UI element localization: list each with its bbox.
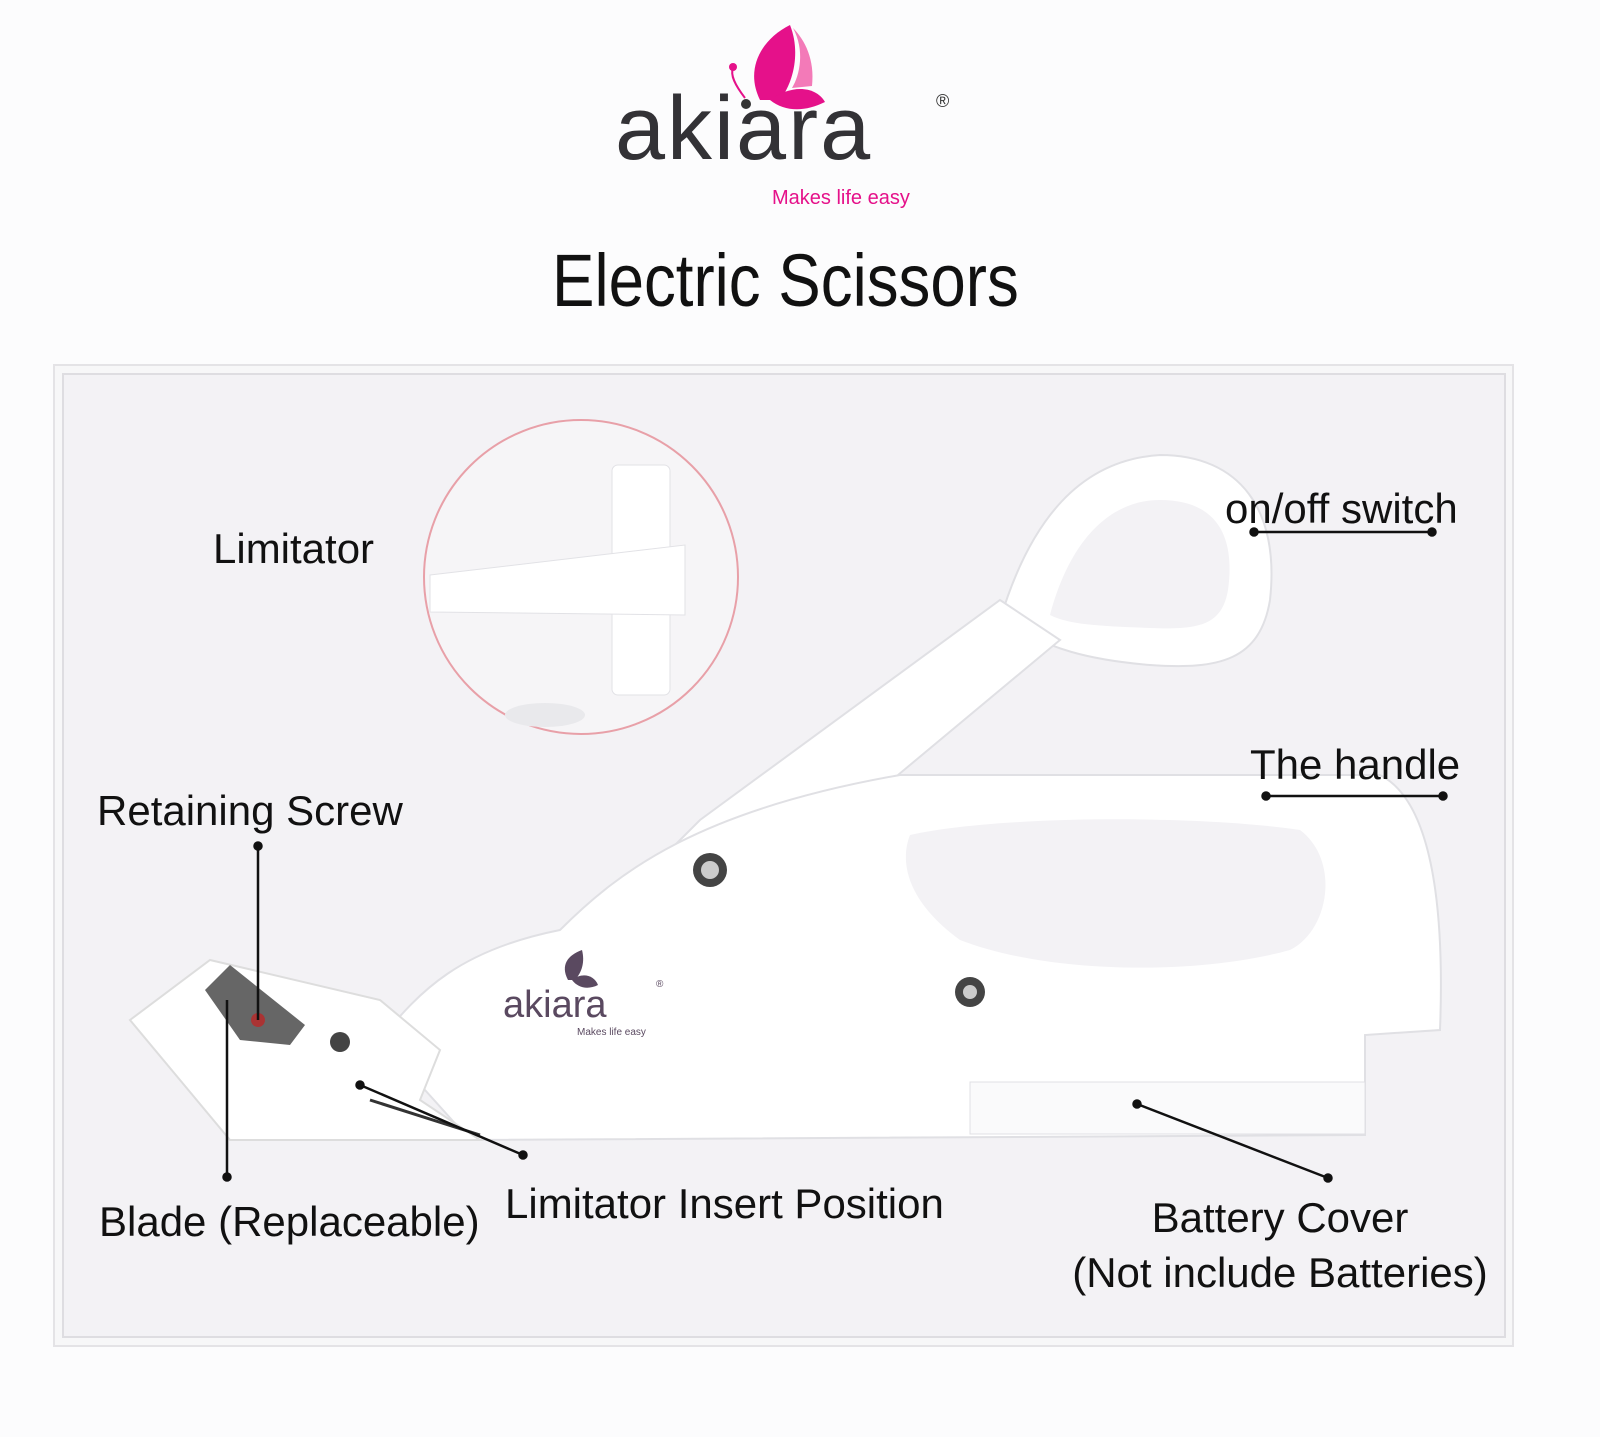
page-title-text: Electric Scissors	[551, 239, 1019, 322]
brand-name: akiara	[615, 79, 873, 179]
battery-cover	[969, 1081, 1366, 1135]
label-limitator-insert: Limitator Insert Position	[505, 1180, 944, 1227]
blade-metal	[205, 965, 305, 1045]
label-limitator: Limitator	[213, 525, 375, 572]
label-battery-cover: Battery Cover	[1151, 1194, 1409, 1241]
butterfly-logo-icon	[729, 25, 825, 110]
label-handle: The handle	[1250, 741, 1461, 788]
product-logo-registered: ®	[656, 979, 664, 990]
brand-tagline: Makes life easy	[772, 187, 910, 209]
product-logo-name: akiara	[503, 984, 607, 1026]
label-on-off-switch: on/off switch	[1225, 485, 1458, 532]
limitator-zoom-circle	[423, 419, 739, 735]
label-blade: Blade (Replaceable)	[99, 1198, 480, 1245]
label-battery-note: (Not include Batteries)	[1072, 1249, 1488, 1296]
registered-mark: ®	[936, 91, 950, 111]
product-logo-tagline: Makes life easy	[577, 1027, 646, 1038]
label-retaining-screw: Retaining Screw	[97, 787, 403, 834]
page-title: Electric Scissors	[0, 239, 1570, 322]
